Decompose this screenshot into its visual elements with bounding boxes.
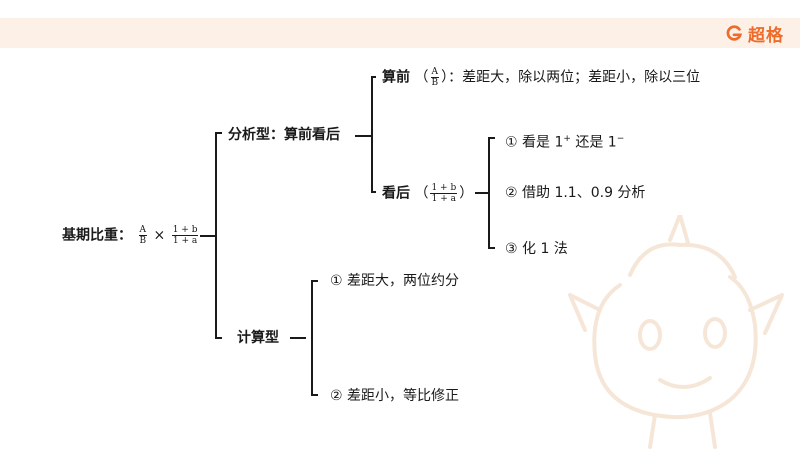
calc-front-desc: ：差距大，除以两位；差距小，除以三位	[448, 69, 701, 86]
paren-open: （	[414, 185, 429, 202]
root-bracket	[215, 132, 222, 339]
paren-close: ）	[459, 185, 474, 202]
root-label: 基期比重：	[62, 227, 132, 244]
times-sign: ×	[153, 227, 166, 244]
calc-front-label: 算前	[382, 69, 410, 86]
analysis-node: 分析型：算前看后	[228, 127, 340, 143]
analysis-bracket	[371, 76, 376, 193]
look-back-label: 看后	[382, 185, 410, 202]
look-back-item-1: ① 看是 1+ 还是 1−	[505, 134, 625, 151]
brand-g-logo-icon	[726, 25, 743, 41]
look-back-item-3: ③ 化 1 法	[505, 241, 568, 257]
paren-close: ）	[441, 69, 449, 86]
unicorn-mascot-watermark	[568, 215, 784, 449]
look-back-item-2: ② 借助 1.1、0.9 分析	[505, 185, 646, 201]
lookback-bracket	[488, 137, 495, 249]
calc-type-item-1: ① 差距大，两位约分	[330, 273, 460, 289]
calc-bracket	[311, 280, 318, 396]
brand-name: 超格	[748, 25, 784, 46]
calc-type-item-2: ② 差距小，等比修正	[330, 388, 460, 404]
calc-type-node: 计算型	[237, 330, 279, 346]
paren-open: （	[414, 69, 429, 86]
brand: 超格	[725, 20, 784, 46]
header-bar	[0, 18, 800, 48]
